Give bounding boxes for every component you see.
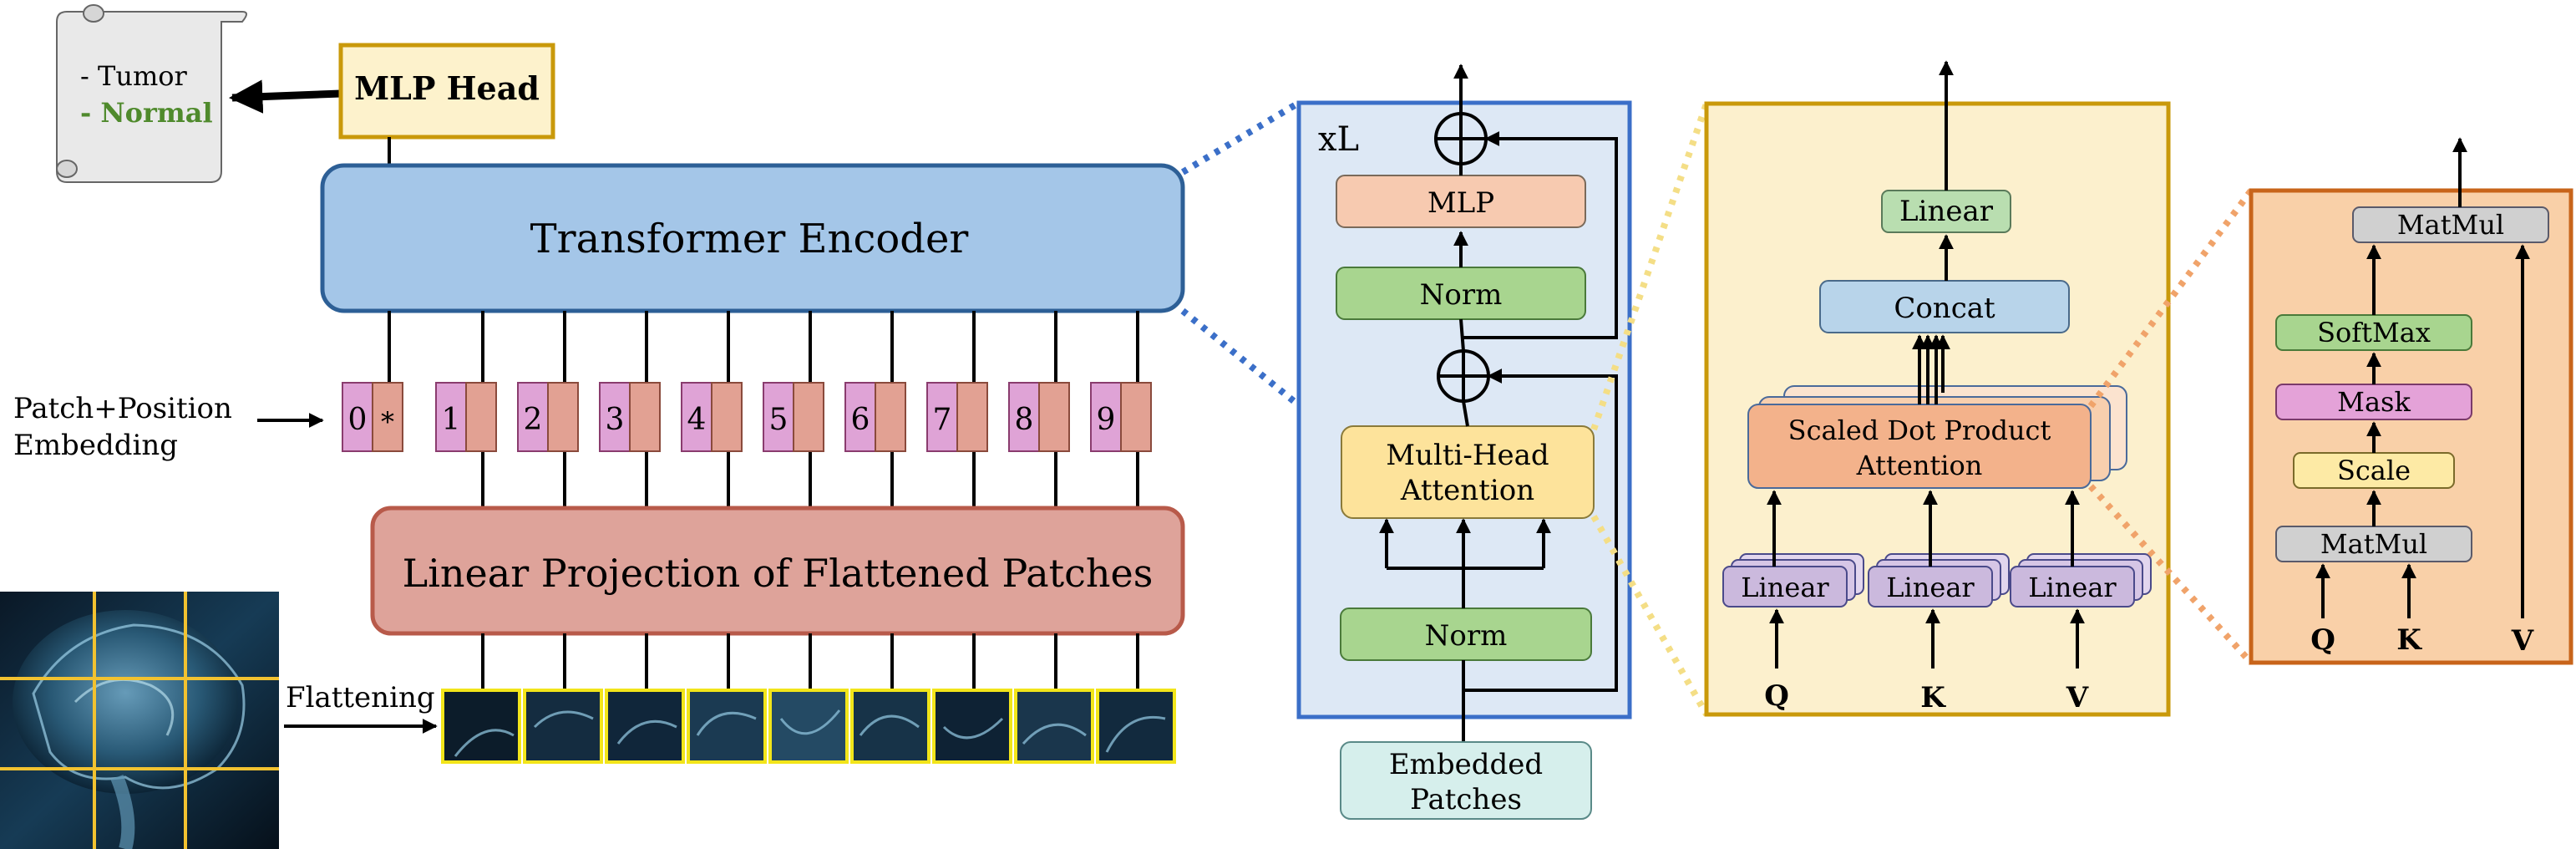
linear-q-stack: Linear [1722,553,1864,608]
class-normal-label: - Normal [80,97,213,129]
mlp-head-label: MLP Head [354,69,540,107]
head-to-output-arrow [228,79,342,114]
token-9: 9 [1090,382,1152,452]
embedded-patches-line1: Embedded [1389,748,1543,781]
token-1: 1 [435,382,497,452]
token-0-label: 0 [348,403,368,437]
norm-top-label: Norm [1420,278,1503,312]
mha-label-line2: Attention [1400,474,1534,507]
zoom-lines-encoder [1180,99,1301,409]
linear-q-box [1722,566,1848,608]
token-8-label: 8 [1015,403,1034,437]
embedding-label-line1: Patch+Position [13,392,232,425]
linear-projection-label: Linear Projection of Flattened Patches [403,551,1154,596]
token-1-label: 1 [442,403,461,437]
token-6-label: 6 [851,403,870,437]
mask-label: Mask [2337,386,2411,418]
token-3: 3 [599,382,661,452]
sdpa-block-panel [2249,188,2573,665]
class-tumor-label: - Tumor [80,60,188,92]
token-5-label: 5 [769,403,789,437]
embedded-patches-box [1340,741,1592,820]
embedding-label-line2: Embedding [13,429,178,462]
zoom-lines-mha [1590,102,1710,716]
linear-k-label: Linear [1886,572,1975,603]
softmax-label: SoftMax [2317,317,2431,348]
token-8: 8 [1008,382,1070,452]
mha-linear-out-label: Linear [1899,195,1994,228]
linear-k-stack: Linear [1868,553,2010,608]
sdpa-input-k: K [2396,623,2422,657]
sdpa-block-flow-lines [2315,137,2530,618]
transformer-encoder-label: Transformer Encoder [530,216,969,262]
matmul-top-box [2352,206,2549,243]
token-3-label: 3 [606,403,625,437]
token-4: 4 [681,382,743,452]
matmul-bottom-label: MatMul [2320,528,2427,560]
sdpa-label-line1: Scaled Dot Product [1788,414,2051,446]
mlp-label: MLP [1427,186,1494,220]
sdpa-label-line2: Attention [1856,450,1983,481]
mha-block-flow-lines [1767,60,2085,669]
token-class-star: * [381,406,394,438]
token-6: 6 [844,382,906,452]
token-2-label: 2 [524,403,543,437]
mlp-head-box [338,43,555,140]
norm-bottom-label: Norm [1425,619,1508,653]
concat-label: Concat [1894,292,1995,325]
zoom-lines-sdpa [2087,188,2254,665]
linear-v-label: Linear [2028,572,2117,603]
residual-add-top-icon [1434,112,1488,165]
token-5: 5 [763,382,824,452]
token-2: 2 [517,382,579,452]
mha-label-line1: Multi-Head [1386,439,1549,472]
encoder-block-flow-lines [1379,64,1618,742]
mha-input-q: Q [1764,679,1789,713]
output-scroll: - Tumor - Normal [56,4,247,183]
token-7-label: 7 [933,403,952,437]
embedded-patches-line2: Patches [1410,783,1522,816]
mha-input-v: V [2066,681,2089,714]
flattening-label: Flattening [286,681,435,714]
token-9-label: 9 [1097,403,1116,437]
linear-q-label: Linear [1741,572,1829,603]
token-connector-lines [388,311,1139,508]
encoder-repeat-label: xL [1318,120,1359,159]
linear-v-stack: Linear [2010,553,2152,608]
token-4-label: 4 [687,403,707,437]
sdpa-input-v: V [2511,624,2534,658]
mha-input-k: K [1920,681,1946,714]
linear-projection-box [370,506,1185,636]
flattened-patches [441,689,1176,764]
scale-label: Scale [2337,455,2411,486]
norm-bottom-box [1340,608,1592,661]
matmul-top-label: MatMul [2397,209,2504,241]
token-0: 0 * [342,382,403,452]
residual-add-bottom-icon [1437,349,1490,403]
transformer-encoder-box [320,163,1185,313]
token-7: 7 [926,382,988,452]
sdpa-input-q: Q [2310,623,2335,657]
patch-connector-lines [481,633,1139,690]
brain-mri-image [0,592,279,849]
